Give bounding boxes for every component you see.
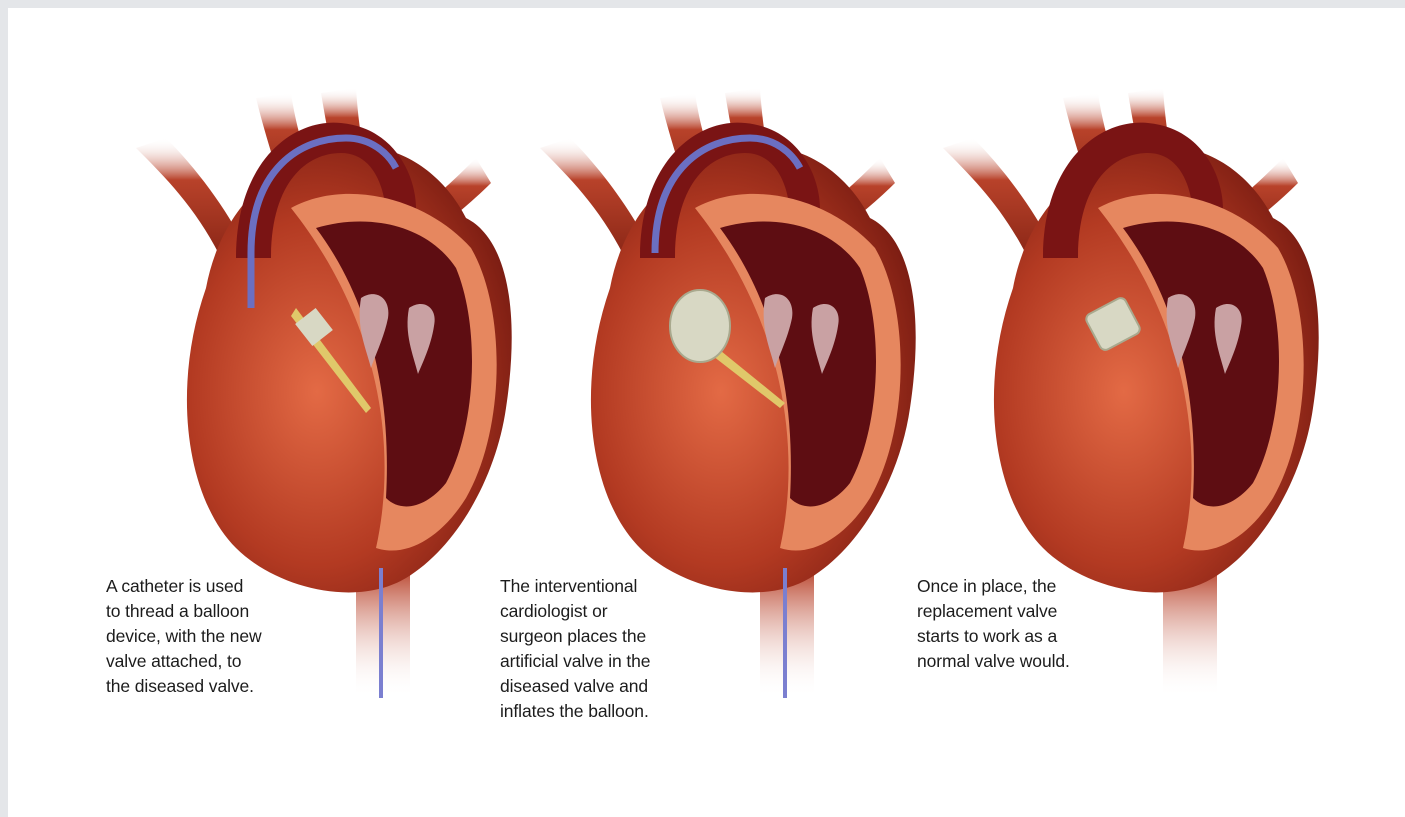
- diagram-canvas: A catheter is used to thread a balloon d…: [8, 8, 1405, 817]
- expanded-valve: [670, 290, 730, 362]
- caption-step-2: The interventional cardiologist or surge…: [500, 574, 650, 724]
- top-border: [0, 0, 1405, 8]
- caption-step-3: Once in place, the replacement valve sta…: [917, 574, 1070, 674]
- panel-working: Once in place, the replacement valve sta…: [933, 8, 1353, 817]
- panel-catheter: A catheter is used to thread a balloon d…: [126, 8, 546, 817]
- caption-step-1: A catheter is used to thread a balloon d…: [106, 574, 262, 699]
- panel-placement: The interventional cardiologist or surge…: [530, 8, 950, 817]
- left-border: [0, 0, 8, 817]
